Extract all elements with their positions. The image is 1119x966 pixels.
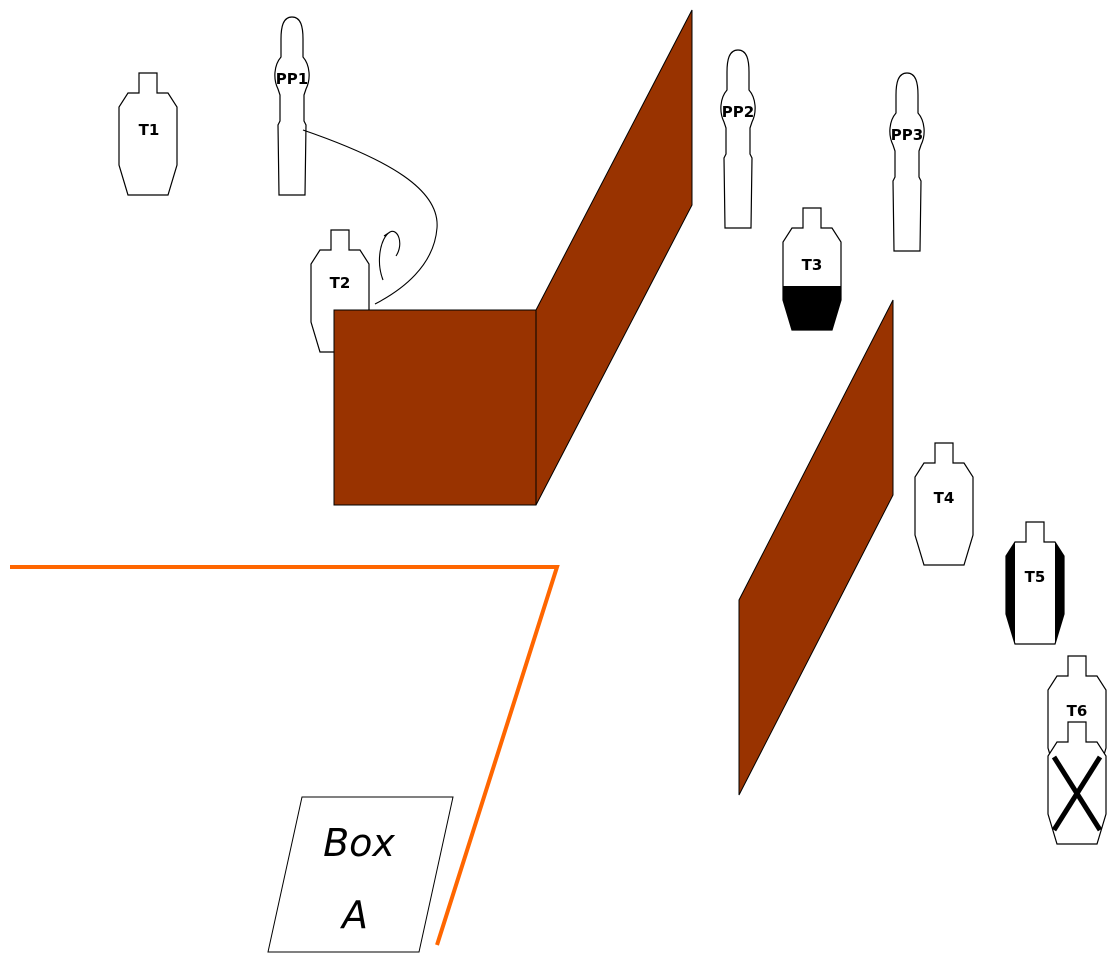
no-shoot-target — [1047, 721, 1107, 845]
wall-right — [738, 299, 894, 796]
shooting-box-outline — [267, 796, 454, 953]
target-t2: T2 — [310, 229, 370, 353]
target-t5-hardcover-right — [1055, 537, 1064, 644]
target-t1: T1 — [118, 72, 178, 196]
popper-pp3-label: PP3 — [891, 126, 923, 144]
activation-wire — [302, 129, 438, 305]
target-t3: T3 — [782, 207, 842, 331]
target-t6-label: T6 — [1067, 702, 1088, 720]
target-t5: T5 — [1005, 521, 1065, 645]
activation-swinger-icon — [378, 230, 401, 281]
popper-pp1-label: PP1 — [276, 70, 308, 88]
shooting-box-label-line2: A — [339, 893, 368, 937]
popper-pp1: PP1 — [274, 16, 310, 196]
target-t3-label: T3 — [802, 256, 823, 274]
fault-line — [10, 565, 560, 946]
target-t3-hardcover — [783, 286, 841, 330]
target-t2-label: T2 — [330, 274, 351, 292]
popper-pp3: PP3 — [889, 72, 925, 252]
target-t5-hardcover-left — [1006, 537, 1015, 644]
wall-wing-central — [535, 9, 693, 506]
popper-pp2: PP2 — [720, 49, 756, 229]
target-t5-label: T5 — [1025, 568, 1046, 586]
shooting-box-a: Box A — [267, 796, 454, 953]
wall-box-central — [333, 309, 537, 506]
popper-pp2-label: PP2 — [722, 103, 754, 121]
target-t6: T6 — [1047, 655, 1107, 779]
target-t1-label: T1 — [139, 121, 160, 139]
no-shoot-x-line-2 — [1051, 755, 1103, 832]
target-t4-label: T4 — [934, 489, 955, 507]
shooting-box-label-line1: Box — [323, 821, 395, 865]
target-t4: T4 — [914, 442, 974, 566]
